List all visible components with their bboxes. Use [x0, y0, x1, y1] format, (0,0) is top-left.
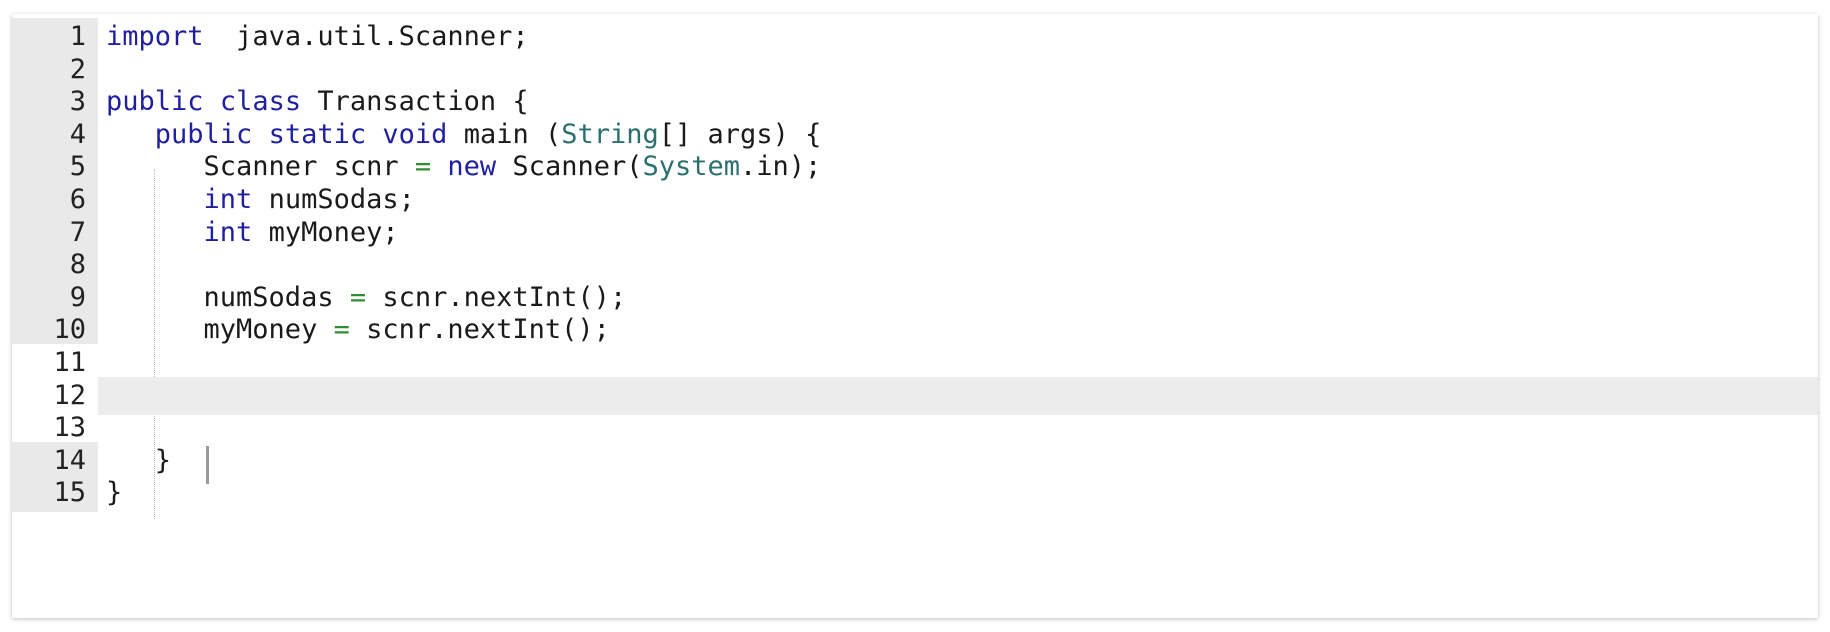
- line-number: 15: [12, 474, 98, 513]
- code-text: Scanner scnr = new Scanner(System.in);: [106, 148, 822, 186]
- line-number: 14: [12, 441, 98, 480]
- keyword-token: class: [219, 86, 302, 118]
- code-token: scnr.nextInt();: [366, 281, 627, 313]
- line-number: 7: [12, 213, 98, 252]
- line-number: 12: [12, 376, 98, 415]
- code-token: [431, 151, 447, 182]
- code-line[interactable]: 13: [12, 409, 1818, 448]
- keyword-token: int: [203, 216, 253, 248]
- code-text: int numSodas;: [106, 181, 415, 219]
- code-line[interactable]: 8: [12, 246, 1818, 285]
- code-line[interactable]: 12: [12, 376, 1818, 415]
- code-token: myMoney;: [252, 216, 399, 248]
- code-text: myMoney = scnr.nextInt();: [106, 311, 610, 349]
- code-token: [366, 119, 382, 150]
- type-token: System: [642, 151, 741, 183]
- code-line[interactable]: 9 numSodas = scnr.nextInt();: [12, 278, 1818, 317]
- code-token: scnr.nextInt();: [349, 314, 610, 346]
- keyword-token: public: [154, 118, 253, 150]
- code-text: numSodas = scnr.nextInt();: [106, 279, 627, 317]
- code-token: .in);: [740, 151, 822, 183]
- code-token: }: [106, 477, 123, 509]
- code-token: [252, 119, 268, 150]
- code-text: }: [106, 474, 122, 512]
- code-token: myMoney: [106, 314, 334, 346]
- keyword-token: void: [382, 118, 448, 150]
- code-token: }: [106, 444, 172, 476]
- code-line[interactable]: 7 int myMoney;: [12, 213, 1818, 252]
- line-number: 2: [12, 50, 98, 89]
- code-token: main (: [447, 118, 562, 150]
- keyword-token: import: [106, 21, 204, 52]
- line-number: 11: [12, 344, 98, 382]
- code-line[interactable]: 6 int numSodas;: [12, 181, 1818, 219]
- line-number: 3: [12, 83, 98, 122]
- active-line-highlight: [98, 376, 1818, 415]
- code-line[interactable]: 10 myMoney = scnr.nextInt();: [12, 311, 1818, 350]
- code-line[interactable]: 15}: [12, 474, 1818, 513]
- keyword-token: new: [447, 151, 497, 183]
- line-number: 4: [12, 115, 98, 154]
- code-token: numSodas: [106, 281, 350, 313]
- code-token: [204, 86, 220, 117]
- code-text: int myMoney;: [106, 214, 399, 252]
- code-token: [106, 184, 204, 215]
- line-number: 10: [12, 311, 98, 350]
- operator-token: =: [349, 281, 367, 313]
- code-token: Transaction {: [301, 86, 529, 118]
- code-text: public static void main (String[] args) …: [106, 116, 822, 154]
- code-text: import java.util.Scanner;: [106, 18, 529, 56]
- code-line[interactable]: 4 public static void main (String[] args…: [12, 115, 1818, 154]
- code-token: Scanner(: [496, 151, 643, 183]
- keyword-token: static: [268, 118, 367, 150]
- code-token: [106, 217, 204, 248]
- line-number: 9: [12, 278, 98, 317]
- keyword-token: public: [106, 86, 204, 118]
- line-number: 5: [12, 148, 98, 187]
- line-number: 1: [12, 18, 98, 56]
- keyword-token: int: [203, 184, 253, 215]
- operator-token: =: [414, 151, 432, 183]
- code-token: Scanner scnr: [106, 151, 415, 183]
- indent-guide: [154, 169, 155, 519]
- line-number: 8: [12, 246, 98, 285]
- code-token: [] args) {: [658, 118, 822, 150]
- text-cursor: [206, 446, 209, 484]
- code-text: }: [106, 442, 171, 480]
- code-line[interactable]: 14 }: [12, 441, 1818, 480]
- code-text: public class Transaction {: [106, 83, 529, 121]
- code-token: [106, 119, 155, 150]
- code-token: numSodas;: [252, 184, 415, 215]
- type-token: String: [561, 118, 659, 150]
- operator-token: =: [333, 314, 350, 346]
- code-token: java.util.Scanner;: [203, 21, 529, 52]
- code-line[interactable]: 5 Scanner scnr = new Scanner(System.in);: [12, 148, 1818, 187]
- code-line[interactable]: 11: [12, 344, 1818, 382]
- line-number: 13: [12, 409, 98, 448]
- code-line[interactable]: 2: [12, 50, 1818, 89]
- line-number: 6: [12, 181, 98, 219]
